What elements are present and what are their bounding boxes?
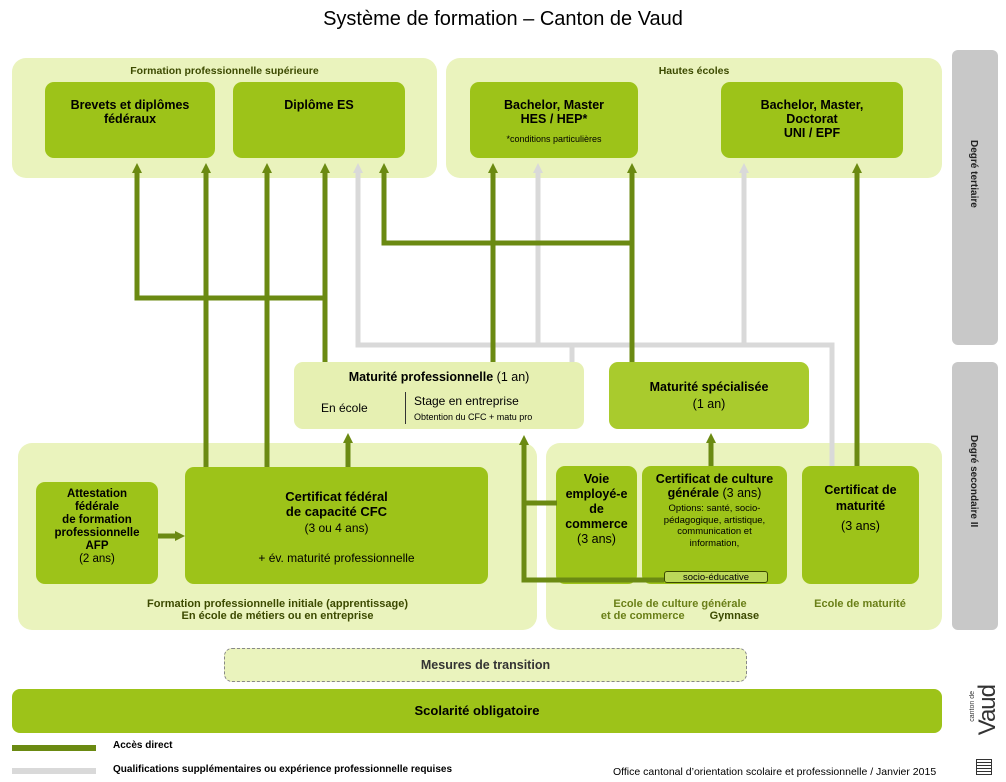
maturite-specialisee-box: Maturité spécialisée (1 an) — [609, 362, 809, 429]
mp-stage: Stage en entreprise — [414, 394, 519, 408]
brevets-box: Brevets et diplômes fédéraux — [45, 82, 215, 158]
cfc-box: Certificat fédéral de capacité CFC (3 ou… — [185, 467, 488, 584]
ecg-title: Ecole de culture générale et de commerce… — [600, 598, 760, 622]
mp-obtention: Obtention du CFC + matu pro — [414, 412, 533, 422]
legend-qualif-label: Qualifications supplémentaires ou expéri… — [113, 764, 452, 775]
mp-divider — [405, 392, 406, 424]
fps-panel-title: Formation professionnelle supérieure — [130, 65, 319, 77]
socio-educative-tag: socio-éducative — [664, 571, 768, 583]
secondary-side-bar — [952, 362, 998, 630]
transition-box: Mesures de transition — [224, 648, 747, 682]
secondary-side-label: Degré secondaire II — [968, 435, 979, 528]
vaud-logo: Vaud canton de — [969, 685, 1002, 779]
scolarite-box: Scolarité obligatoire — [12, 689, 942, 733]
footer-credit: Office cantonal d’orientation scolaire e… — [613, 766, 937, 778]
legend-qualif-swatch — [12, 768, 96, 774]
ccg-box: Certificat de culture générale (3 ans) O… — [642, 466, 787, 584]
legend-direct-label: Accès direct — [113, 740, 173, 751]
tertiary-side-label: Degré tertiaire — [968, 140, 979, 208]
legend-direct-swatch — [12, 745, 96, 751]
diplome-es-box: Diplôme ES — [233, 82, 405, 158]
mp-en-ecole: En école — [321, 401, 368, 415]
maturite-pro-box: Maturité professionnelle (1 an) En école… — [294, 362, 584, 429]
vaud-shield-icon — [976, 759, 992, 775]
ecole-maturite-title: Ecole de maturité — [814, 598, 906, 610]
page-title: Système de formation – Canton de Vaud — [323, 8, 683, 30]
uni-box: Bachelor, Master, Doctorat UNI / EPF — [721, 82, 903, 158]
maturite-pro-title: Maturité professionnelle — [348, 370, 494, 384]
hes-box: Bachelor, Master HES / HEP* *conditions … — [470, 82, 638, 158]
tertiary-side-bar — [952, 50, 998, 345]
fpi-panel-title: Formation professionnelle initiale (appr… — [147, 598, 408, 622]
grey-paths — [353, 163, 835, 466]
green-paths — [132, 163, 862, 583]
maturite-pro-duration: (1 an) — [496, 370, 530, 384]
gymnase-label: Gymnase — [709, 610, 760, 622]
hautes-ecoles-panel-title: Hautes écoles — [658, 65, 730, 77]
